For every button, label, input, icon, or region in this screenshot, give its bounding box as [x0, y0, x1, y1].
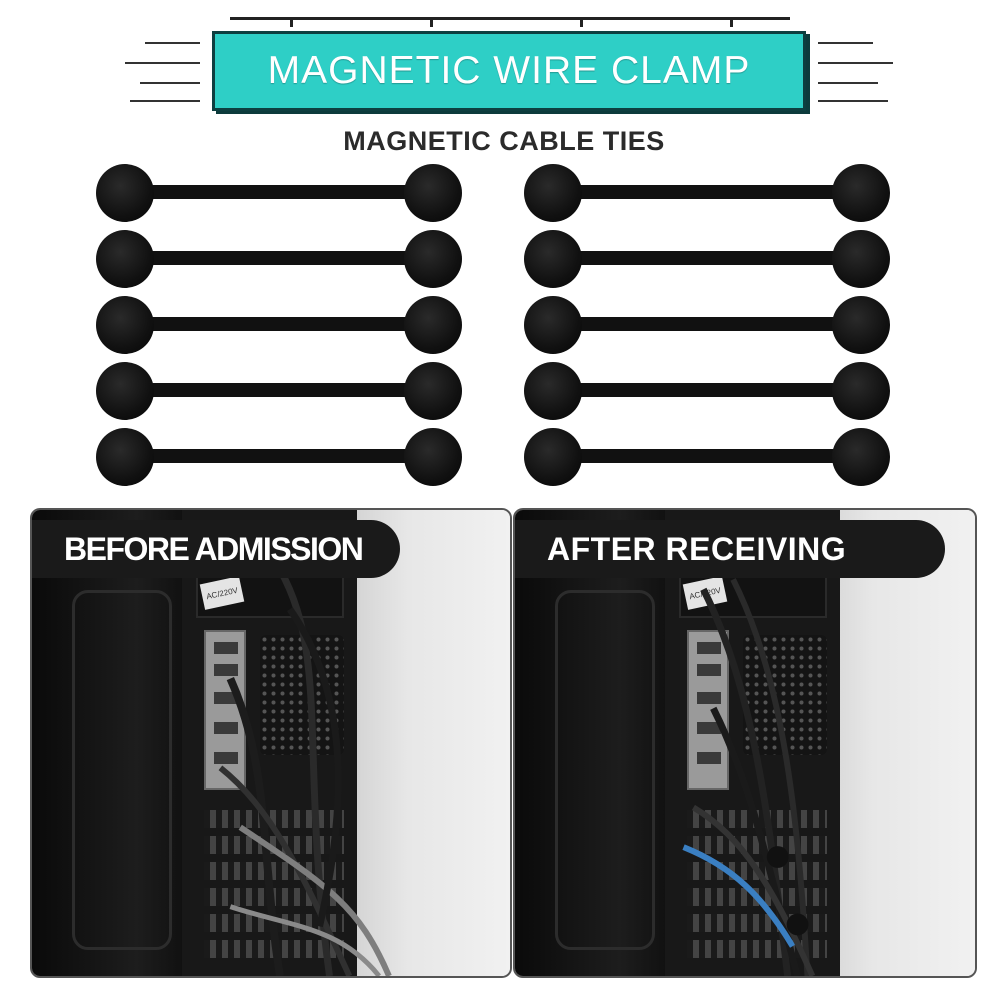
page-title: MAGNETIC WIRE CLAMP: [267, 49, 751, 92]
magnetic-cable-tie: [96, 296, 462, 354]
after-photo-panel: AC/220V AFTER RECEIVING: [513, 508, 977, 978]
organized-cables: [682, 578, 816, 976]
pc-case-side: [32, 510, 182, 976]
after-label: AFTER RECEIVING: [515, 520, 945, 578]
magnetic-cable-tie: [96, 230, 462, 288]
title-banner: MAGNETIC WIRE CLAMP: [212, 31, 806, 111]
before-photo-panel: AC/220V BEFORE ADMISSION: [30, 508, 512, 978]
speed-lines-left-decoration: [125, 38, 205, 108]
magnetic-cable-tie: [96, 428, 462, 486]
pc-case-side: [515, 510, 665, 976]
case-vent: [743, 635, 827, 755]
magnetic-cable-tie: [524, 164, 890, 222]
magnetic-cable-tie: [524, 230, 890, 288]
speed-lines-right-decoration: [818, 38, 898, 108]
magnetic-cable-tie: [524, 428, 890, 486]
magnetic-cable-tie: [524, 362, 890, 420]
wall-background: [340, 510, 510, 976]
magnetic-cable-tie: [96, 362, 462, 420]
tangled-cables: [218, 567, 392, 976]
io-shield: [687, 630, 729, 790]
decorative-rail: [230, 14, 790, 27]
magnetic-cable-tie: [524, 296, 890, 354]
before-label: BEFORE ADMISSION: [32, 520, 400, 578]
page-subtitle: MAGNETIC CABLE TIES: [343, 126, 665, 156]
magnetic-cable-tie: [96, 164, 462, 222]
